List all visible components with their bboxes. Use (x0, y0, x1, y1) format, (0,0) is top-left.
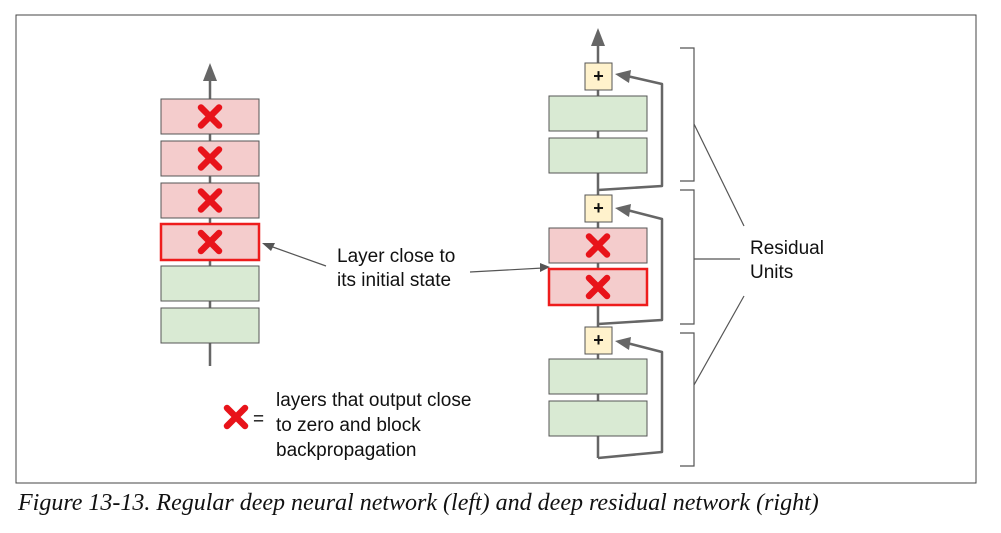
bracket-unit-1 (680, 47, 695, 182)
annotation-arrowhead-right-icon (540, 263, 550, 272)
left-layer-6 (160, 307, 260, 344)
plus-node-1 (584, 62, 613, 91)
skip-connection-3 (597, 341, 664, 460)
plus-symbol: + (593, 198, 604, 218)
bracket-unit-2 (680, 189, 695, 325)
residual-label-line-1: Residual (750, 238, 824, 259)
annotation-pointer-right (469, 267, 544, 273)
annotation-line-2: its initial state (337, 270, 451, 291)
right-layer-1 (548, 95, 648, 132)
residual-connector-top (693, 123, 745, 227)
legend-line-2: to zero and block (276, 415, 421, 436)
skip-arrowhead-2-icon (615, 204, 631, 217)
plus-node-2 (584, 194, 613, 223)
plus-symbol: + (593, 330, 604, 350)
annotation-line-1: Layer close to (337, 246, 455, 267)
legend-equals: = (253, 409, 264, 430)
legend-line-3: backpropagation (276, 440, 417, 461)
left-arrowhead-icon (203, 63, 217, 81)
right-layer-6 (548, 400, 648, 437)
plus-symbol: + (593, 66, 604, 86)
right-layer-5 (548, 358, 648, 395)
skip-connection-1 (597, 74, 664, 192)
right-layer-2 (548, 137, 648, 174)
skip-connection-2 (597, 208, 664, 326)
right-arrowhead-icon (591, 28, 605, 46)
residual-label-line-2: Units (750, 262, 793, 283)
skip-arrowhead-3-icon (615, 337, 631, 350)
skip-arrowhead-1-icon (615, 70, 631, 83)
bracket-unit-3 (680, 332, 695, 467)
plus-node-3 (584, 326, 613, 355)
annotation-pointer-left (269, 245, 327, 267)
annotation-arrowhead-icon (262, 243, 275, 251)
left-layer-5 (160, 265, 260, 302)
legend-line-1: layers that output close (276, 390, 471, 411)
figure-caption: Figure 13-13. Regular deep neural networ… (18, 490, 819, 516)
right-layer-4-highlighted (547, 267, 649, 307)
residual-connector-bottom (693, 295, 745, 386)
